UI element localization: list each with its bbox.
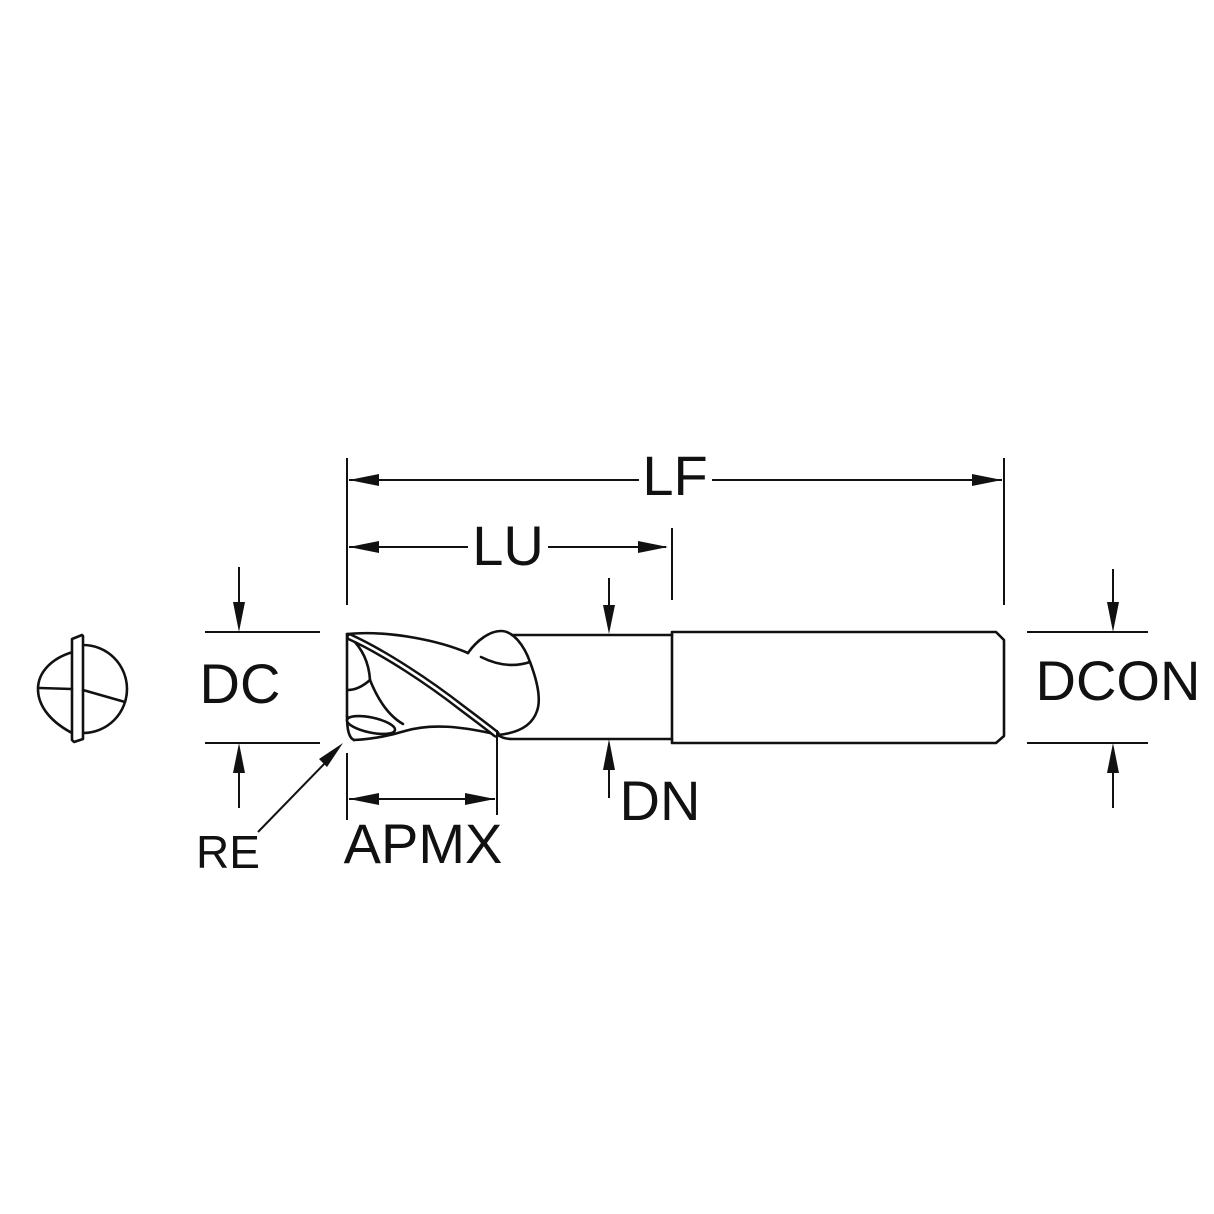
apmx-label: APMX	[344, 812, 503, 875]
re-dimension: RE	[196, 743, 343, 878]
lu-arrow-right	[638, 541, 668, 553]
dn-dimension: DN	[603, 578, 700, 832]
dcon-label: DCON	[1036, 649, 1201, 712]
lf-arrow-right	[972, 474, 1002, 486]
flute-face-sweep	[368, 678, 405, 726]
dn-arrow-up	[603, 739, 615, 770]
dc-arrow-up	[233, 743, 245, 773]
lf-dimension: LF	[346, 444, 1005, 605]
end-view-left-arc	[36, 650, 76, 736]
apmx-arrow-right	[465, 793, 495, 805]
lf-arrow-left	[349, 474, 379, 486]
dc-arrow-down	[233, 602, 245, 632]
dcon-dimension: DCON	[1027, 569, 1200, 808]
neck-bottom-line	[496, 733, 674, 741]
dn-arrow-down	[603, 605, 615, 634]
side-view	[345, 629, 1006, 745]
lu-label: LU	[472, 514, 544, 577]
end-view	[36, 633, 129, 744]
shank-outline	[670, 630, 1006, 745]
apmx-arrow-left	[349, 793, 379, 805]
flute-ear-lower-edge	[479, 655, 532, 667]
re-leader-line	[257, 759, 329, 833]
flute-bottom-gash	[345, 714, 397, 736]
flute-top-silhouette	[345, 631, 470, 655]
end-view-right-face-line	[81, 688, 127, 704]
re-label: RE	[196, 826, 260, 878]
end-view-blade	[70, 633, 85, 744]
lu-arrow-left	[349, 541, 379, 553]
lu-dimension: LU	[349, 514, 673, 600]
flute-face-short-line	[346, 678, 372, 692]
dimensions: LF LU DC DCON	[196, 444, 1200, 878]
helix-edge-gap	[348, 635, 498, 736]
dcon-arrow-down	[1107, 602, 1119, 632]
re-leader-arrow	[319, 743, 343, 767]
lf-label: LF	[642, 444, 707, 507]
dcon-arrow-up	[1107, 743, 1119, 773]
end-view-left-face-line	[38, 686, 74, 691]
end-view-right-arc	[81, 643, 129, 735]
apmx-dimension: APMX	[344, 730, 503, 875]
dc-dimension: DC	[200, 567, 320, 808]
dn-label: DN	[620, 769, 701, 832]
dc-label: DC	[200, 652, 281, 715]
